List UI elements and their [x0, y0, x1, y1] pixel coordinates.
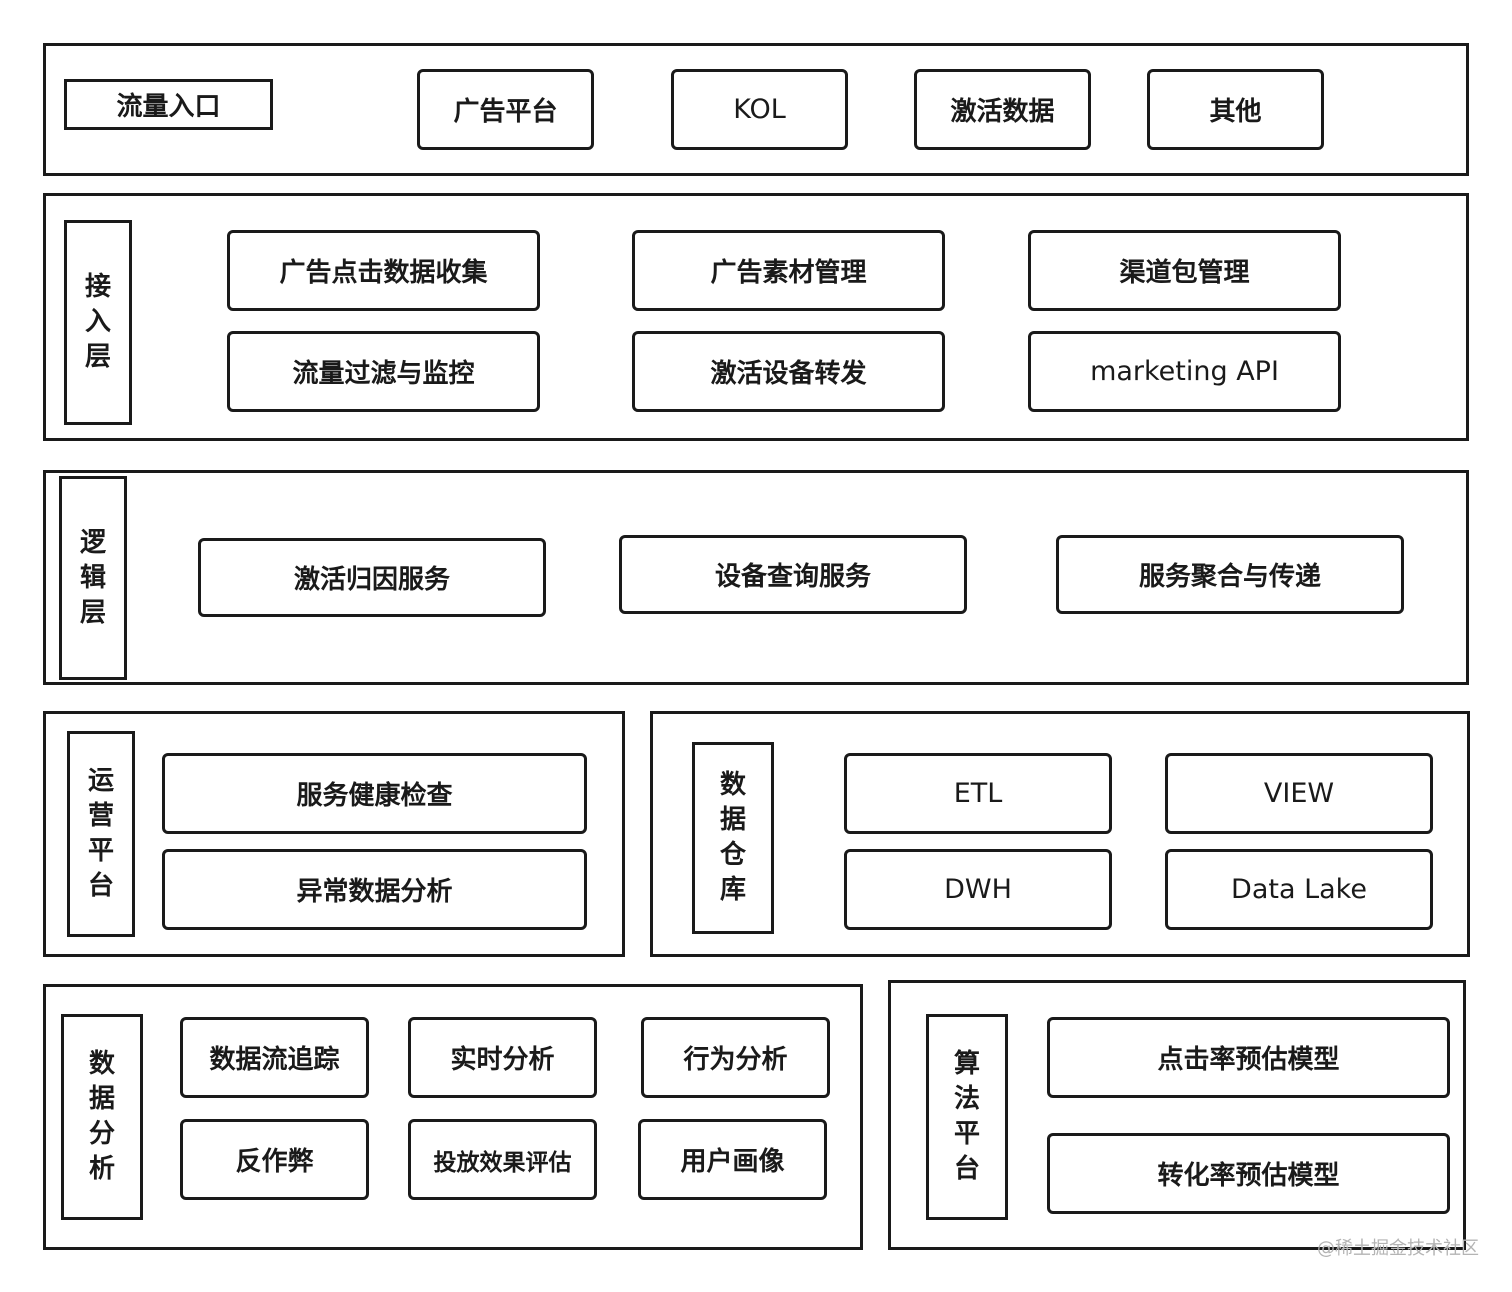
- algo-platform-label-text: 算法平台: [953, 1049, 980, 1184]
- logic-layer-label: 逻辑层: [59, 476, 127, 680]
- view-box: VIEW: [1165, 753, 1433, 834]
- ops-platform-label: 运营平台: [67, 731, 135, 937]
- service-aggregation-delivery-box: 服务聚合与传递: [1056, 535, 1404, 614]
- access-layer-label-text: 接入层: [84, 272, 111, 372]
- access-layer-label: 接入层: [64, 220, 132, 425]
- ctr-prediction-model-box: 点击率预估模型: [1047, 1017, 1450, 1098]
- activation-device-forward-box: 激活设备转发: [632, 331, 945, 412]
- kol-box: KOL: [671, 69, 848, 150]
- watermark: @稀土掘金技术社区: [1317, 1238, 1479, 1259]
- service-health-check-box: 服务健康检查: [162, 753, 587, 834]
- data-lake-box: Data Lake: [1165, 849, 1433, 930]
- device-query-service-box: 设备查询服务: [619, 535, 967, 614]
- anomaly-data-analysis-box: 异常数据分析: [162, 849, 587, 930]
- traffic-filter-monitor-box: 流量过滤与监控: [227, 331, 540, 412]
- data-warehouse-label-text: 数据仓库: [719, 770, 746, 905]
- ops-platform-label-text: 运营平台: [87, 766, 114, 901]
- traffic-entry-label-text: 流量入口: [116, 92, 221, 122]
- ad-click-collection-box: 广告点击数据收集: [227, 230, 540, 311]
- etl-box: ETL: [844, 753, 1112, 834]
- realtime-analysis-box: 实时分析: [408, 1017, 597, 1098]
- anti-fraud-box: 反作弊: [180, 1119, 369, 1200]
- behavior-analysis-box: 行为分析: [641, 1017, 830, 1098]
- ad-platform-box: 广告平台: [417, 69, 594, 150]
- activation-data-box: 激活数据: [914, 69, 1091, 150]
- ad-creative-management-box: 广告素材管理: [632, 230, 945, 311]
- other-box: 其他: [1147, 69, 1324, 150]
- user-profile-box: 用户画像: [638, 1119, 827, 1200]
- data-flow-tracking-box: 数据流追踪: [180, 1017, 369, 1098]
- ad-effect-evaluation-box: 投放效果评估: [408, 1119, 597, 1200]
- cvr-prediction-model-box: 转化率预估模型: [1047, 1133, 1450, 1214]
- data-analysis-label-text: 数据分析: [88, 1049, 115, 1184]
- data-analysis-label: 数据分析: [61, 1014, 143, 1220]
- dwh-box: DWH: [844, 849, 1112, 930]
- traffic-entry-label: 流量入口: [64, 79, 273, 130]
- marketing-api-box: marketing API: [1028, 331, 1341, 412]
- algo-platform-label: 算法平台: [926, 1014, 1008, 1220]
- data-warehouse-label: 数据仓库: [692, 742, 774, 934]
- logic-layer-label-text: 逻辑层: [79, 527, 106, 628]
- activation-attribution-service-box: 激活归因服务: [198, 538, 546, 617]
- channel-package-management-box: 渠道包管理: [1028, 230, 1341, 311]
